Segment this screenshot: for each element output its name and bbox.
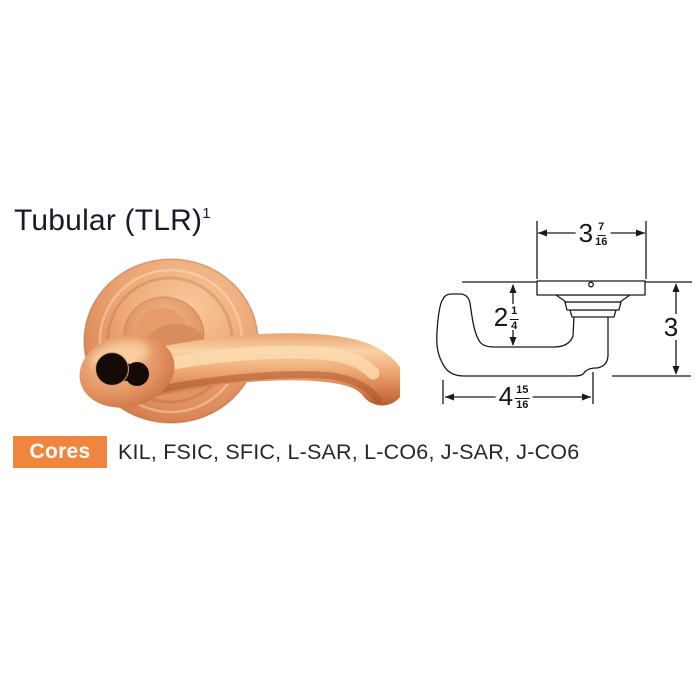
dimension-drawing-lines — [436, 221, 692, 404]
page-title-footnote: 1 — [202, 205, 211, 222]
lever-profile-outline — [436, 293, 609, 377]
page-title: Tubular (TLR)1 — [14, 204, 211, 238]
cores-badge: Cores — [13, 436, 107, 468]
collar-lower-band — [569, 309, 617, 318]
lever-underside-shade — [146, 371, 382, 404]
dimension-overall-length: 4 15 16 — [495, 383, 533, 411]
rose-back-taper — [555, 294, 631, 303]
dimension-drawing: 3 7 16 2 1 4 3 4 15 16 — [425, 205, 700, 420]
page-title-text: Tubular (TLR) — [14, 204, 203, 237]
lever-highlight — [141, 345, 380, 380]
cores-badge-label: Cores — [29, 440, 91, 463]
rose-side-view — [536, 280, 646, 296]
dimension-neck-height: 2 1 4 — [490, 304, 522, 332]
collar-upper-band — [564, 301, 622, 311]
fraction: 1 4 — [510, 305, 519, 332]
rose-screw-hole — [588, 281, 594, 288]
lever-photo-illustration — [79, 258, 406, 424]
dimension-overall-height: 3 — [660, 314, 682, 340]
fraction: 15 16 — [515, 384, 530, 411]
dimension-top-width: 3 7 16 — [575, 220, 611, 248]
fraction: 7 16 — [595, 221, 608, 248]
cores-list: KIL, FSIC, SFIC, L-SAR, L-CO6, J-SAR, J-… — [118, 439, 580, 464]
product-photo — [50, 240, 406, 440]
